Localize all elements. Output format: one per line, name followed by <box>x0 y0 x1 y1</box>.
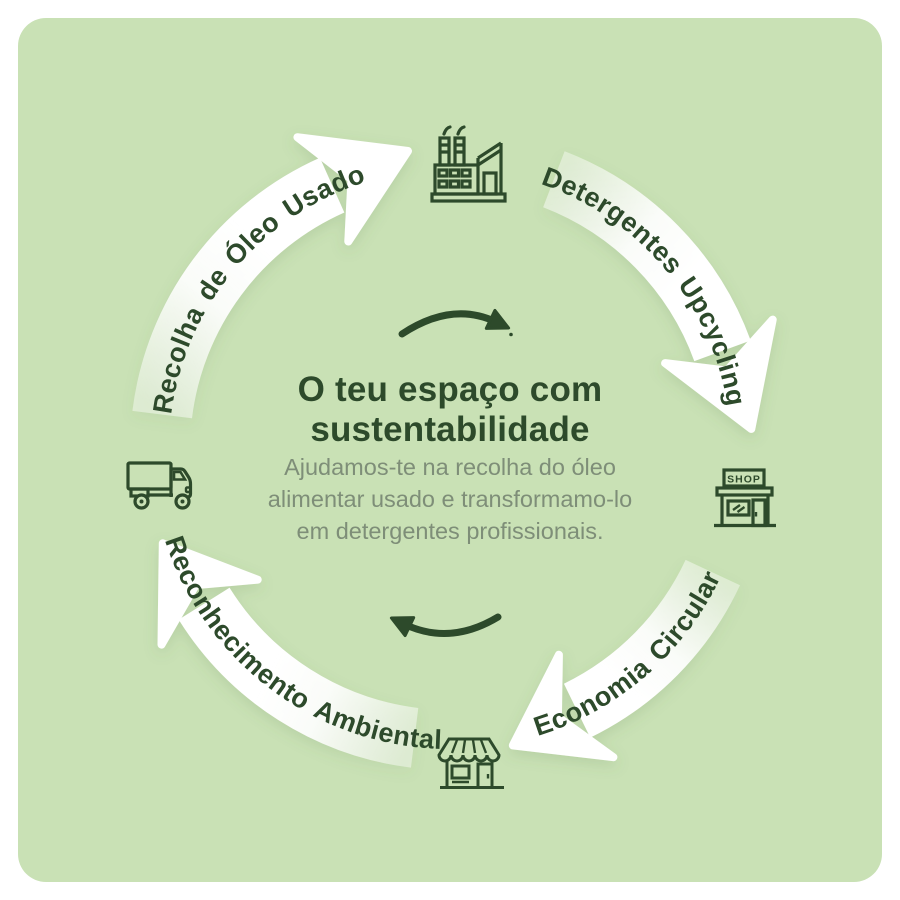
truck-icon <box>126 461 193 510</box>
arrow-recolha-oleo-usado <box>132 133 412 419</box>
arrow-detergentes-upcycling <box>542 151 777 433</box>
shop-icon: SHOP <box>714 468 776 528</box>
decorative-dot <box>509 332 513 337</box>
factory-icon <box>430 125 507 203</box>
market-stall-icon <box>437 737 504 789</box>
shop-sign-text: SHOP <box>727 474 761 486</box>
arrow-reconhecimento-ambiental <box>157 539 419 768</box>
center-top-curved-arrow <box>398 308 513 338</box>
arrow-economia-circular <box>508 559 740 762</box>
center-bottom-curved-arrow <box>389 613 502 638</box>
